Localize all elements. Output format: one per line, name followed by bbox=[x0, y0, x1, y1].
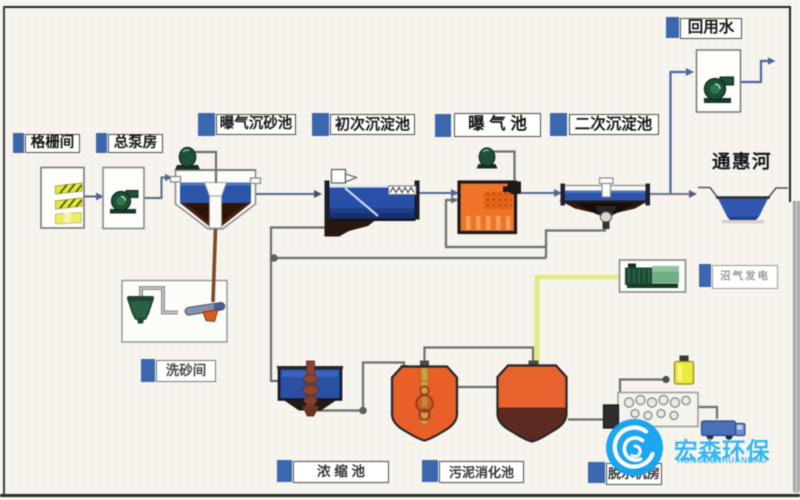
label-square bbox=[588, 461, 605, 483]
hongsen-logo-icon bbox=[606, 419, 663, 476]
label-grid-room: 格栅间 bbox=[13, 132, 80, 153]
label-primary-sedimentation-text: 初次沉淀池 bbox=[330, 114, 415, 135]
biogas-generator-icon bbox=[618, 259, 687, 293]
reuse-pump-icon bbox=[695, 49, 742, 113]
watermark-brand-latin: HONGSENHUANBAO bbox=[677, 456, 768, 465]
frame-border-right bbox=[789, 6, 791, 202]
label-sand-washing: 洗砂间 bbox=[141, 359, 216, 382]
label-pump-house-text: 总泵房 bbox=[108, 133, 163, 153]
label-thickener-text: 浓 缩 池 bbox=[293, 461, 389, 483]
water-flow-lines bbox=[84, 173, 697, 201]
label-sludge-digester-text: 污泥消化池 bbox=[439, 461, 524, 483]
label-aeration-tank: 曝 气 池 bbox=[435, 112, 541, 137]
label-reuse-water-text: 回用水 bbox=[680, 17, 742, 39]
aeration-tank-icon bbox=[457, 147, 521, 235]
label-sludge-digester: 污泥消化池 bbox=[422, 460, 524, 483]
frame-border-bottom bbox=[0, 494, 800, 497]
label-square bbox=[13, 132, 24, 153]
watermark-brand: 宏森环保 bbox=[674, 438, 770, 464]
label-grit-chamber-text: 曝气沉砂池 bbox=[216, 114, 296, 135]
label-grit-chamber: 曝气沉砂池 bbox=[198, 113, 296, 136]
reuse-water-lines bbox=[669, 57, 776, 193]
label-square bbox=[141, 359, 155, 382]
label-sand-washing-text: 洗砂间 bbox=[156, 359, 216, 382]
right-gray-strip bbox=[793, 201, 800, 493]
label-primary-sedimentation: 初次沉淀池 bbox=[312, 113, 415, 136]
aerated-grit-chamber-icon bbox=[169, 146, 262, 230]
label-pump-house: 总泵房 bbox=[96, 132, 163, 153]
label-aeration-tank-text: 曝 气 池 bbox=[454, 112, 541, 137]
sand-washer-icon bbox=[121, 279, 228, 343]
sludge-digester-icon bbox=[390, 360, 459, 442]
label-reuse-water: 回用水 bbox=[666, 17, 742, 39]
label-biogas-power-text: 沼气发电 bbox=[712, 264, 778, 289]
label-secondary-sedimentation: 二次沉淀池 bbox=[550, 113, 659, 136]
main-pump-icon bbox=[102, 166, 145, 230]
sludge-truck-icon bbox=[700, 420, 746, 440]
sand-line bbox=[211, 228, 218, 303]
label-river: 通惠河 bbox=[712, 151, 773, 172]
label-square bbox=[699, 264, 711, 287]
label-square bbox=[277, 460, 292, 482]
biogas-line bbox=[534, 274, 618, 364]
label-thickener: 浓 缩 池 bbox=[277, 460, 389, 483]
label-square bbox=[550, 113, 567, 136]
label-secondary-sedimentation-text: 二次沉淀池 bbox=[568, 114, 659, 135]
frame-border-top bbox=[4, 6, 790, 8]
bar-screen-icon bbox=[40, 166, 85, 229]
label-square bbox=[435, 114, 451, 137]
sludge-thickener-icon bbox=[277, 360, 343, 417]
label-square bbox=[312, 113, 329, 136]
label-square bbox=[198, 113, 215, 136]
label-square bbox=[96, 132, 107, 153]
primary-clarifier-icon bbox=[324, 168, 420, 237]
secondary-clarifier-icon bbox=[559, 177, 650, 229]
frame-border-left bbox=[3, 6, 5, 495]
sludge-digester-icon-2 bbox=[496, 360, 568, 443]
river-channel-icon bbox=[698, 186, 788, 224]
label-square bbox=[666, 17, 679, 38]
label-grid-room-text: 格栅间 bbox=[25, 133, 80, 153]
label-square bbox=[422, 460, 438, 482]
label-biogas-power: 沼气发电 bbox=[699, 264, 778, 289]
polymer-tank-icon bbox=[673, 355, 695, 385]
